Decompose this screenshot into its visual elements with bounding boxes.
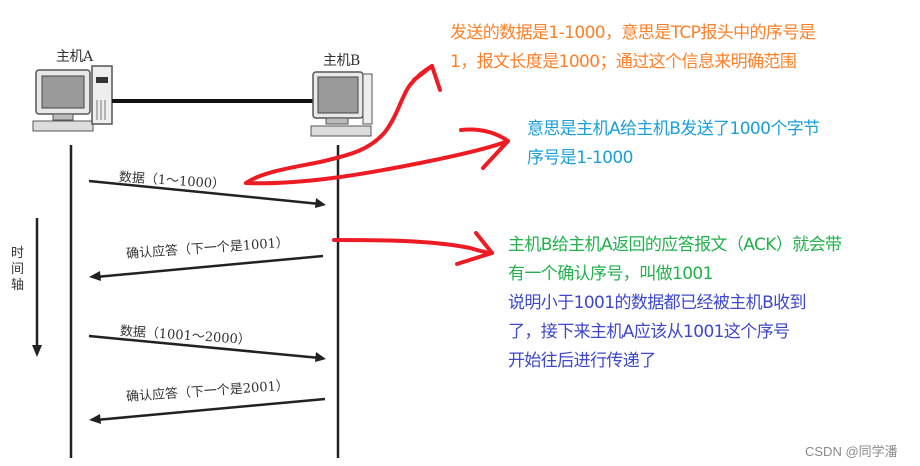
time-axis-arrow-icon [32,218,42,357]
pen-arrow-to-orange-note [244,64,442,185]
seq-arrow-2 [89,254,324,281]
computer-b-icon [310,71,373,137]
note-green: 主机B给主机A返回的应答报文（ACK）就会带 有一个确认序号，叫做1001 [508,235,842,284]
host-b-label: 主机B [323,53,360,69]
note-orange: 发送的数据是1-1000，意思是TCP报头中的序号是 1，报文长度是1000；通… [450,23,816,72]
host-a-label: 主机A [56,49,93,65]
seq-arrow-4 [89,397,326,424]
pen-arrow-to-cyan-note [244,127,510,186]
pen-arrow-to-green-note [332,231,494,266]
time-axis-label: 时 间 轴 [11,246,25,293]
watermark: CSDN @同学潘 [805,444,898,459]
note-indigo: 说明小于1001的数据都已经被主机B收到 了，接下来主机A应该从1001这个序号… [508,293,807,371]
computer-a-icon [32,65,113,132]
seq-arrow-3 [88,334,326,362]
note-cyan: 意思是主机A给主机B发送了1000个字节 序号是1-1000 [527,119,820,168]
seq-arrow-1 [88,179,326,208]
